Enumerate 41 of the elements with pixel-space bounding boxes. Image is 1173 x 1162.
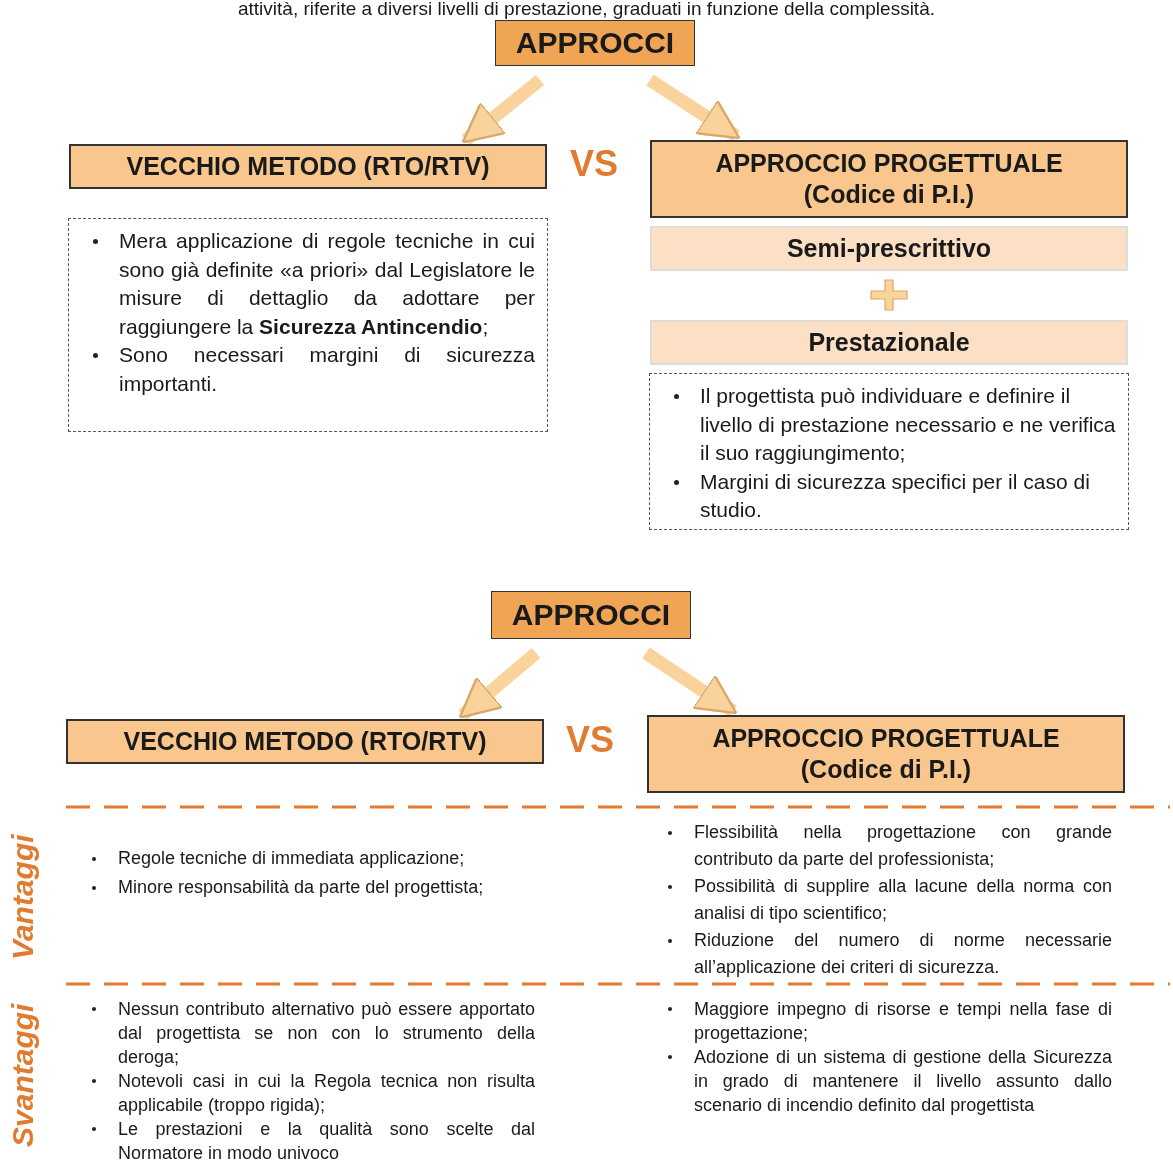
list-item: Flessibilità nella progettazione con grande contributo da parte del professionista; <box>694 822 1112 869</box>
list-item: Le prestazioni e la qualità sono scelte dal Normatore in modo univoco <box>118 1119 535 1162</box>
block-arrow <box>461 74 545 146</box>
list-item: Regole tecniche di immediata applicazione; <box>118 848 465 868</box>
list-item: Nessun contributo alternativo può essere apportato dal progettista se non con lo strumento della deroga; <box>118 999 535 1067</box>
method-box <box>69 144 547 189</box>
box-title: VECCHIO METODO (RTO/RTV) <box>123 725 487 757</box>
vs-label: VS <box>566 719 615 761</box>
list-item: Adozione di un sistema di gestione della Sicurezza in grado di mantenere il livello assunto dallo scenario di incendio definito dal progettista <box>694 1047 1112 1115</box>
block-arrow <box>642 647 738 717</box>
method-box <box>66 719 544 764</box>
list-item: Notevoli casi in cui la Regola tecnica non risulta applicabile (troppo rigida); <box>118 1071 535 1115</box>
list-item: Riduzione del numero di norme necessarie all’applicazione dei criteri di sicurezza. <box>694 930 1112 977</box>
box-title: APPROCCI <box>511 597 671 634</box>
list-item: Sono necessari margini di sicurezza importanti. <box>119 343 535 395</box>
list-item: Possibilità di supplire alla lacune della norma con analisi di tipo scientifico; <box>694 876 1112 923</box>
list-item: Margini di sicurezza specifici per il caso di studio. <box>700 469 1090 521</box>
category-box <box>650 320 1128 365</box>
dashed-text-box <box>68 218 548 432</box>
block-arrow <box>646 74 741 142</box>
list-item: Minore responsabilità da parte del progettista; <box>118 877 484 897</box>
vs-label: VS <box>570 143 619 185</box>
box-title: APPROCCIO PROGETTUALE (Codice di P.I.) <box>711 722 1061 785</box>
heading-box <box>495 20 695 66</box>
box-title: Semi-prescrittivo <box>786 232 992 264</box>
row-heading: Svantaggi <box>6 1002 40 1149</box>
list-item: Mera applicazione di regole tecniche in cui sono già definite «a priori» dal Legislatore le misure di dettaglio da adottare per raggiungere la Sicurezza Antincendio; <box>119 229 535 338</box>
row-heading: Vantaggi <box>6 833 40 962</box>
list-item: Maggiore impegno di risorse e tempi nella fase di progettazione; <box>694 999 1112 1043</box>
intro-text: attività, riferite a diversi livelli di prestazione, graduati in funzione della complessità. <box>237 0 936 20</box>
box-title: Prestazionale <box>808 326 970 358</box>
box-title: APPROCCI <box>515 25 675 62</box>
method-box <box>650 140 1128 218</box>
heading-box <box>491 591 691 639</box>
box-title: APPROCCIO PROGETTUALE (Codice di P.I.) <box>714 147 1064 210</box>
method-box <box>647 715 1125 793</box>
dashed-text-box <box>649 373 1129 530</box>
block-arrow <box>458 648 541 720</box>
category-box <box>650 226 1128 271</box>
box-title: VECCHIO METODO (RTO/RTV) <box>126 150 490 182</box>
list-item: Il progettista può individuare e definire il livello di prestazione necessario e ne verifica il suo raggiungimento; <box>700 384 1116 464</box>
